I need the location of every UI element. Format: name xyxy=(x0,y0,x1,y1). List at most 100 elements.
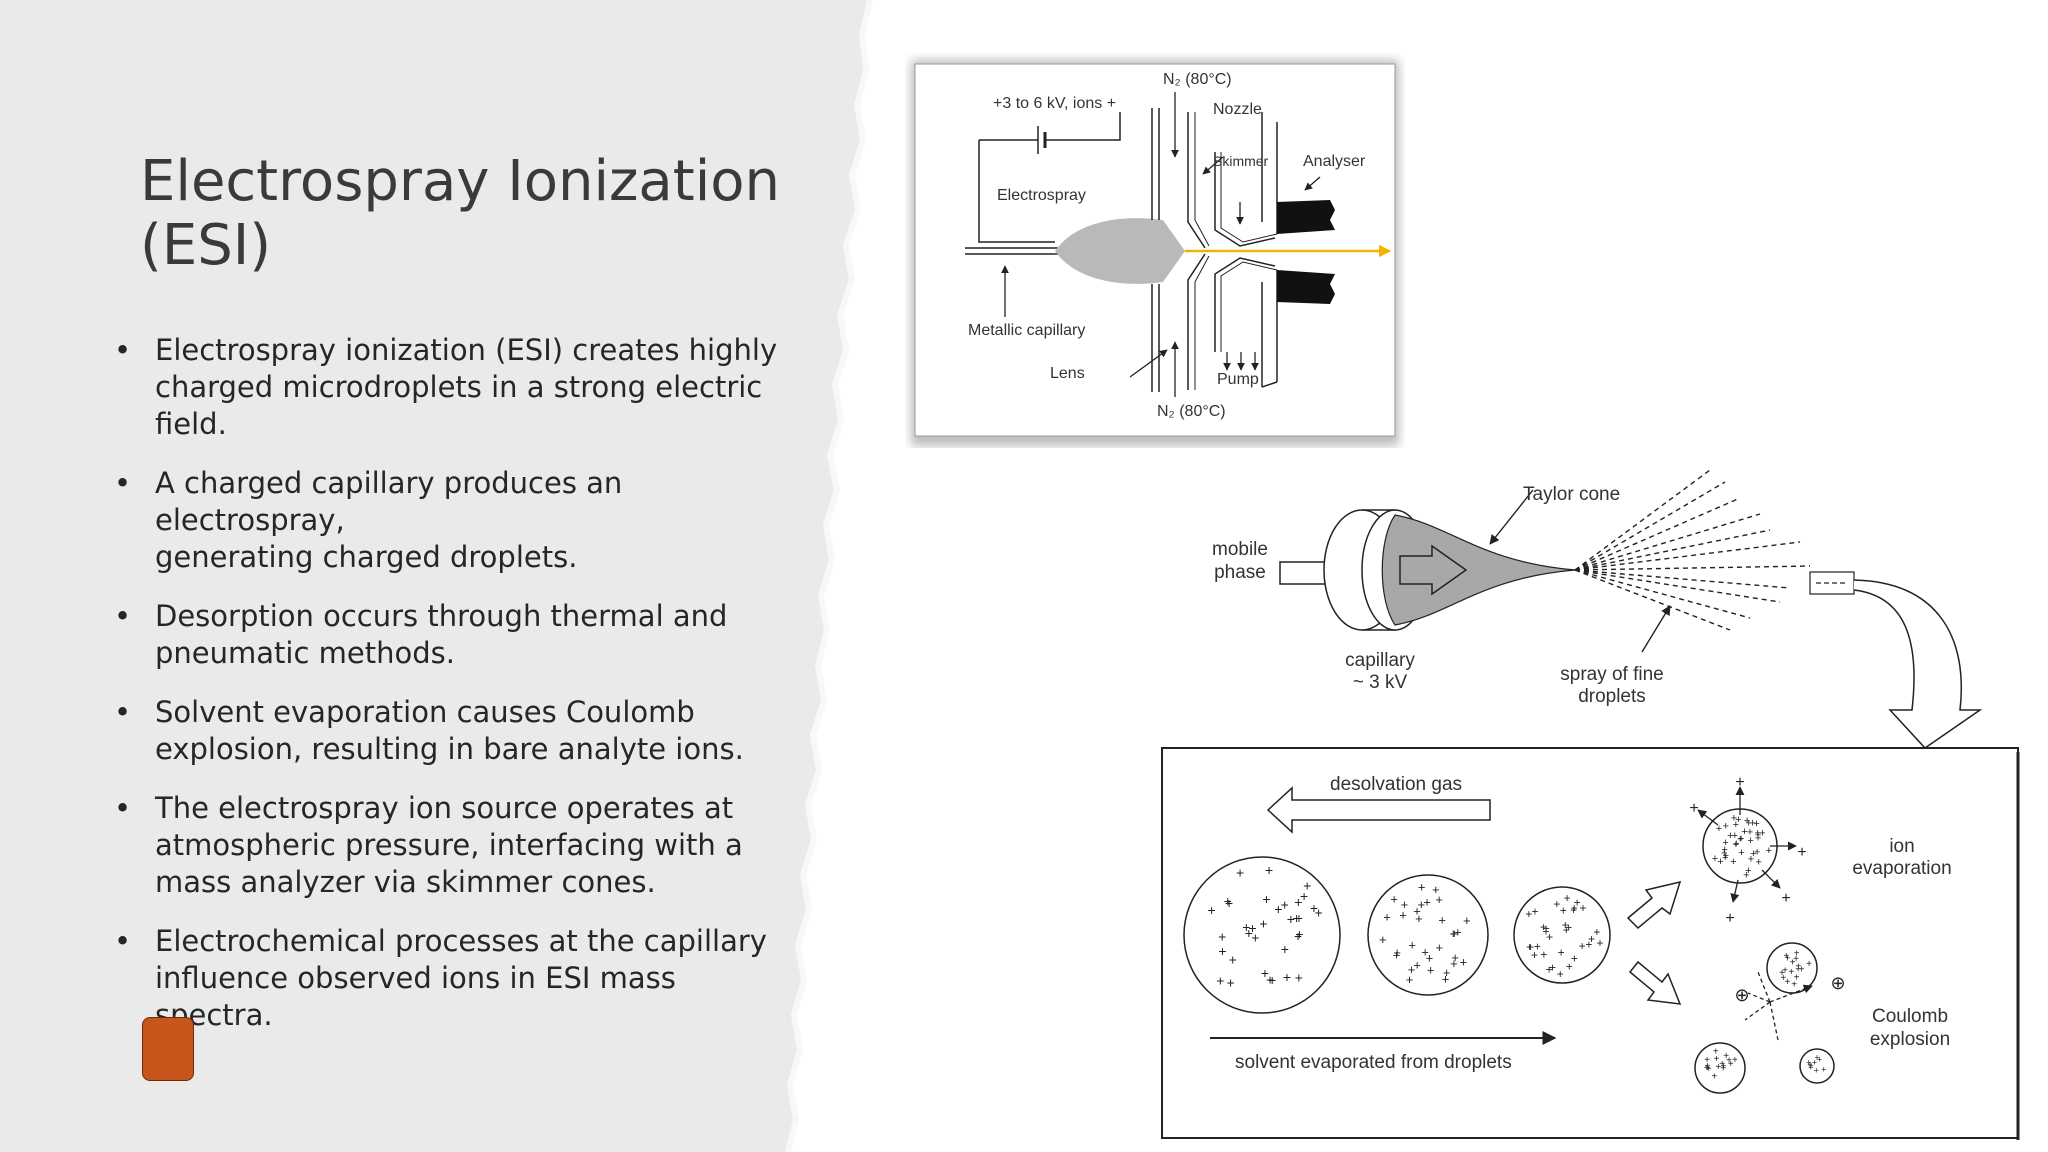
plus-charge: + xyxy=(1814,1053,1819,1063)
plus-charge: + xyxy=(1208,902,1216,918)
plus-charge: + xyxy=(1755,830,1761,842)
plus-charge: + xyxy=(1711,1071,1717,1082)
bullet-text-line: The electrospray ion source operates at xyxy=(155,791,734,825)
lens-label: Lens xyxy=(1050,365,1085,382)
free-ion: + xyxy=(1735,774,1744,791)
plus-charge: + xyxy=(1704,1063,1710,1074)
plus-charge: + xyxy=(1266,972,1274,988)
bullet-text-line: Electrochemical processes at the capilla… xyxy=(155,924,767,958)
plus-charge: + xyxy=(1408,962,1416,977)
plus-charge: + xyxy=(1460,955,1468,970)
plus-charge: + xyxy=(1281,941,1289,957)
plus-charge: + xyxy=(1790,958,1796,969)
plus-charge: + xyxy=(1251,929,1259,945)
accent-square xyxy=(142,1017,194,1081)
bullet-text-line: field. xyxy=(155,407,227,441)
plus-charge: + xyxy=(1754,847,1760,859)
plus-charge: + xyxy=(1721,847,1727,859)
plus-charge: + xyxy=(1759,828,1765,840)
bullet-text-line: influence observed ions in ESI mass spec… xyxy=(155,961,676,1032)
free-ion: + xyxy=(1797,844,1806,861)
plus-charge: + xyxy=(1546,930,1553,944)
bullet-text-line: generating charged droplets. xyxy=(155,540,578,574)
plus-charge: + xyxy=(1720,1064,1726,1075)
plus-charge: + xyxy=(1224,893,1232,909)
plus-charge: + xyxy=(1295,926,1303,942)
plus-charge: + xyxy=(1571,901,1578,915)
plus-charge: + xyxy=(1390,892,1398,907)
plus-charge: + xyxy=(1415,911,1423,926)
plus-charge: + xyxy=(1730,856,1736,868)
plus-charge: + xyxy=(1821,1064,1826,1074)
capillary-label-1: capillary xyxy=(1345,650,1415,671)
plus-charge: + xyxy=(1723,850,1729,862)
plus-charge: + xyxy=(1779,968,1785,979)
plus-charge: + xyxy=(1588,932,1595,946)
bullet-text-line: charged microdroplets in a strong electr… xyxy=(155,370,763,404)
plus-charge: + xyxy=(1721,1062,1727,1073)
plus-charge: + xyxy=(1566,960,1573,974)
plus-charge: + xyxy=(1795,962,1801,973)
spray-droplet-trail xyxy=(1574,569,1781,603)
plus-charge: + xyxy=(1557,967,1564,981)
plus-charge: + xyxy=(1401,897,1409,912)
esi-droplet-process-diagram: ++++++++++++++++++++++++++++++++++++++++… xyxy=(1161,470,2020,1140)
spray-droplet-trail xyxy=(1574,565,1811,571)
plus-charge: + xyxy=(1733,838,1739,850)
plus-charge: + xyxy=(1780,973,1786,984)
plus-charge: + xyxy=(1807,1060,1812,1070)
plus-charge: + xyxy=(1438,912,1446,927)
plus-charge: + xyxy=(1393,945,1401,960)
plus-charge: + xyxy=(1746,817,1752,829)
plus-charge: + xyxy=(1293,910,1301,926)
spray-droplet-trail xyxy=(1574,481,1726,571)
capillary-label-2: ~ 3 kV xyxy=(1353,672,1408,693)
pump-label: Pump xyxy=(1217,371,1259,388)
plus-charge: + xyxy=(1451,950,1459,965)
bullet-item: • Electrochemical processes at the capill… xyxy=(112,923,802,1034)
plus-charge: + xyxy=(1726,1056,1732,1067)
spray-label-2: droplets xyxy=(1578,686,1646,707)
plus-charge: + xyxy=(1295,970,1303,986)
plus-charge: + xyxy=(1408,938,1416,953)
plus-charge: + xyxy=(1418,897,1426,912)
spray-droplet-trail xyxy=(1574,497,1741,571)
bullet-dot: • xyxy=(114,924,132,958)
bullet-dot: • xyxy=(114,333,132,367)
plus-charge: + xyxy=(1722,844,1728,856)
plus-charge: + xyxy=(1579,939,1586,953)
bullet-item: •The electrospray ion source operates at… xyxy=(112,790,802,901)
plus-charge: + xyxy=(1216,972,1224,988)
plus-charge: + xyxy=(1719,1059,1725,1070)
bullet-list: •Electrospray ionization (ESI) creates h… xyxy=(112,332,802,1056)
plus-charge: + xyxy=(1747,835,1753,847)
plus-charge: + xyxy=(1543,921,1550,935)
plus-charge: + xyxy=(1225,895,1233,911)
plus-charge: + xyxy=(1531,904,1538,918)
plus-charge: + xyxy=(1788,967,1794,978)
free-ion: + xyxy=(1781,890,1790,907)
bullet-item: •A charged capillary produces an electro… xyxy=(112,465,802,576)
spray-label-1: spray of fine xyxy=(1560,664,1664,685)
plus-charge: + xyxy=(1314,904,1322,920)
plus-charge: + xyxy=(1791,979,1797,990)
plus-charge: + xyxy=(1450,926,1458,941)
bullet-text-line: Desorption occurs through thermal and xyxy=(155,599,728,633)
plus-charge: + xyxy=(1731,813,1737,825)
spray-droplet-trail xyxy=(1574,529,1771,571)
plus-charge: + xyxy=(1449,926,1457,941)
bullet-dot: • xyxy=(114,466,132,500)
plus-charge: + xyxy=(1756,856,1762,868)
spray-droplet-trail xyxy=(1574,569,1791,589)
plus-charge: + xyxy=(1265,862,1273,878)
circled-plus-ion: ⊕ xyxy=(1830,973,1845,993)
plus-charge: + xyxy=(1534,940,1541,954)
plus-charge: + xyxy=(1733,839,1739,851)
plus-charge: + xyxy=(1712,853,1718,865)
plus-charge: + xyxy=(1281,897,1289,913)
plus-charge: + xyxy=(1733,819,1739,831)
medium-droplet: ++++++++++++++++++++++++++++++++ xyxy=(1367,874,1489,996)
plus-charge: + xyxy=(1722,852,1728,864)
plus-charge: + xyxy=(1808,1062,1813,1072)
plus-charge: + xyxy=(1442,971,1450,986)
